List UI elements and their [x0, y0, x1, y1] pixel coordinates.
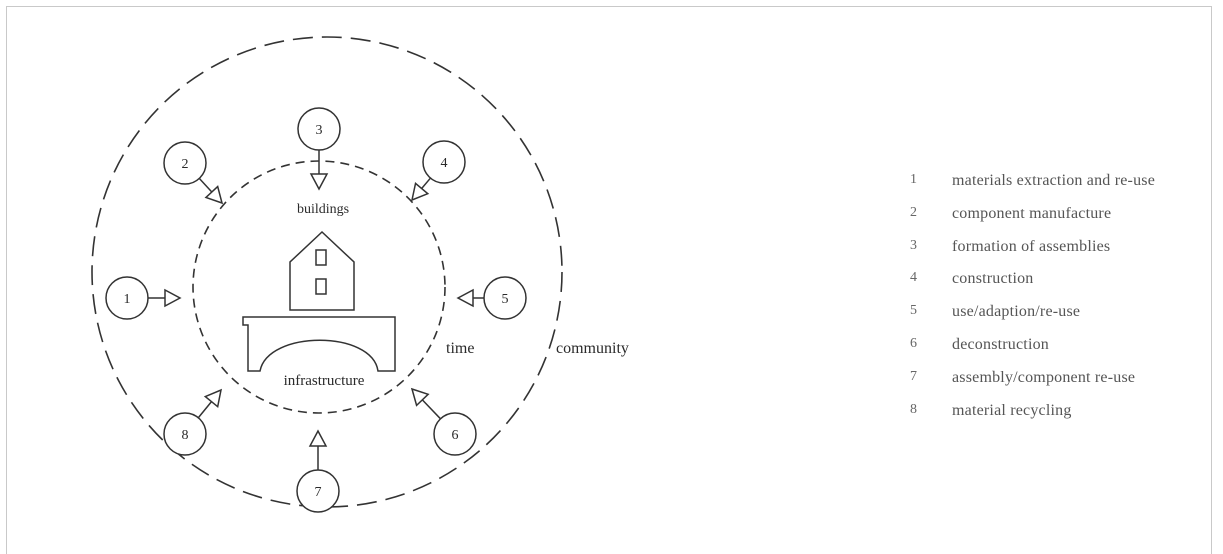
- stage-arrowhead: [412, 183, 428, 200]
- stage-connector: [199, 178, 212, 192]
- legend-number: 3: [900, 238, 952, 254]
- legend-label: assembly/component re-use: [952, 369, 1135, 387]
- stage-node-2: 2: [164, 142, 222, 203]
- stage-connector: [422, 178, 431, 188]
- legend-item: 6 deconstruction: [900, 336, 1155, 369]
- stage-arrowhead: [311, 174, 327, 189]
- stage-number: 1: [124, 292, 131, 307]
- legend-number: 6: [900, 336, 952, 352]
- legend-item: 2 component manufacture: [900, 205, 1155, 238]
- legend-item: 8 material recycling: [900, 402, 1155, 435]
- legend-number: 1: [900, 172, 952, 188]
- inner-top-label: buildings: [297, 202, 349, 217]
- stage-node-4: 4: [412, 141, 465, 200]
- legend-number: 7: [900, 369, 952, 385]
- building-icon: [290, 232, 354, 310]
- bridge-icon: [243, 317, 395, 371]
- stage-number: 6: [452, 428, 459, 443]
- stage-node-1: 1: [106, 277, 180, 319]
- stage-node-7: 7: [297, 431, 339, 512]
- stage-number: 5: [502, 292, 509, 307]
- stage-number: 8: [182, 428, 189, 443]
- legend-number: 5: [900, 303, 952, 319]
- legend-label: material recycling: [952, 402, 1072, 420]
- outer-community-ring: [92, 37, 562, 507]
- legend-label: deconstruction: [952, 336, 1049, 354]
- legend-item: 7 assembly/component re-use: [900, 369, 1155, 402]
- stage-node-5: 5: [458, 277, 526, 319]
- legend-item: 4 construction: [900, 270, 1155, 303]
- stage-number: 2: [182, 157, 189, 172]
- stage-number: 4: [441, 156, 448, 171]
- legend-item: 5 use/adaption/re-use: [900, 303, 1155, 336]
- legend-number: 8: [900, 402, 952, 418]
- legend-number: 2: [900, 205, 952, 221]
- stage-number: 7: [315, 485, 322, 500]
- legend-number: 4: [900, 270, 952, 286]
- stage-arrowhead: [458, 290, 473, 306]
- stage-connector: [198, 402, 211, 418]
- stage-node-3: 3: [298, 108, 340, 189]
- legend-label: component manufacture: [952, 205, 1111, 223]
- time-label: time: [446, 340, 474, 357]
- stage-number: 3: [316, 123, 323, 138]
- stage-arrowhead: [205, 390, 221, 407]
- legend-label: use/adaption/re-use: [952, 303, 1080, 321]
- legend-item: 3 formation of assemblies: [900, 238, 1155, 271]
- community-label: community: [556, 340, 629, 357]
- legend-label: materials extraction and re-use: [952, 172, 1155, 190]
- stage-node-6: 6: [412, 389, 476, 455]
- stage-node-8: 8: [164, 390, 221, 455]
- legend-label: formation of assemblies: [952, 238, 1110, 256]
- stage-arrowhead: [165, 290, 180, 306]
- stage-arrowhead: [310, 431, 326, 446]
- stage-legend: 1 materials extraction and re-use 2 comp…: [900, 172, 1155, 434]
- stage-connector: [422, 400, 440, 419]
- inner-bottom-label: infrastructure: [284, 373, 365, 389]
- legend-item: 1 materials extraction and re-use: [900, 172, 1155, 205]
- legend-label: construction: [952, 270, 1034, 288]
